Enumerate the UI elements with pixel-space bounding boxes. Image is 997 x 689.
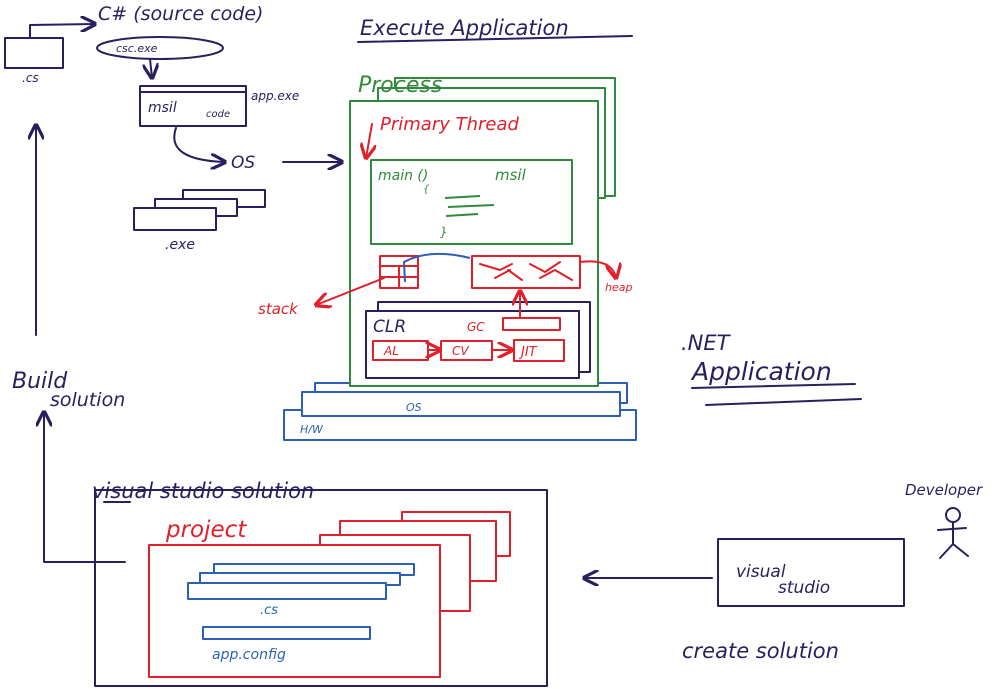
- cs-label: .cs: [260, 603, 278, 618]
- net-label: .NET: [681, 331, 732, 355]
- hw-layer-label: H/W: [300, 423, 324, 436]
- al-label: AL: [383, 344, 399, 358]
- stack-label: stack: [258, 300, 299, 318]
- jit-box: [513, 339, 565, 362]
- gc-box: [502, 317, 561, 331]
- primary-thread-arrow: [366, 123, 372, 158]
- app-exe-label: app.exe: [251, 89, 299, 103]
- compiler-label: csc.exe: [116, 42, 158, 55]
- main-msil-label: msil: [495, 166, 527, 184]
- exe-stack: [133, 189, 266, 231]
- source-code-label: C# (source code): [98, 3, 263, 25]
- visual-studio-box: [717, 538, 905, 607]
- stack-box: [379, 255, 419, 289]
- cv-label: CV: [452, 344, 469, 358]
- solution-label: solution: [50, 389, 125, 411]
- execute-title-underline: [357, 35, 633, 43]
- visual-studio-line2: studio: [778, 578, 830, 598]
- app-config-bar: [202, 626, 371, 640]
- gc-label: GC: [467, 320, 485, 334]
- build-label: Build: [12, 369, 68, 394]
- developer-label: Developer: [905, 481, 983, 499]
- assembly-box: [139, 85, 247, 127]
- heap-label: heap: [605, 281, 632, 294]
- exe-label: .exe: [165, 237, 195, 253]
- stack-arrow: [316, 277, 385, 305]
- solution-box: [94, 489, 548, 687]
- execute-application: Execute Application H/W OS Process Prima…: [258, 16, 637, 441]
- execute-title: Execute Application: [360, 16, 569, 40]
- os-layer: [301, 391, 621, 417]
- process-label: Process: [358, 73, 442, 98]
- cs-file-box: [4, 37, 64, 69]
- net-underline-1: [691, 383, 856, 389]
- net-application: .NET Application: [681, 331, 862, 406]
- compiler-oval: [96, 36, 224, 60]
- brace-open: {: [423, 184, 430, 195]
- application-label: Application: [690, 357, 832, 386]
- primary-thread-label: Primary Thread: [380, 114, 520, 135]
- code-label: code: [206, 109, 230, 120]
- brace-close: }: [440, 225, 448, 239]
- platform-layers: H/W OS: [283, 382, 637, 441]
- code-lines: [444, 195, 495, 217]
- main-label: main (): [378, 168, 428, 184]
- developer-figure-icon: [937, 507, 969, 559]
- build-path: Build solution: [12, 125, 126, 563]
- jit-label: JIT: [518, 345, 538, 360]
- compiler-arrow: [150, 58, 152, 78]
- stack-to-heap-link: [403, 252, 471, 283]
- cs-file-bar: [187, 582, 387, 600]
- heap-box: [471, 255, 581, 289]
- visual-studio-line1: visual: [736, 562, 786, 582]
- developer-section: Developer visual studio create solution: [584, 481, 983, 663]
- app-config-label: app.config: [212, 647, 286, 663]
- msil-label: msil: [148, 100, 177, 116]
- heap-arrow: [579, 260, 616, 278]
- compile-pipeline: .cs C# (source code) csc.exe msil code a…: [4, 3, 342, 253]
- os-layer-label: OS: [406, 401, 422, 414]
- cs-file-label: .cs: [22, 71, 39, 85]
- solution-to-build-arrow: [44, 412, 126, 563]
- clr-label: CLR: [373, 317, 406, 337]
- project-label: project: [165, 517, 247, 543]
- create-solution-label: create solution: [682, 639, 839, 663]
- to-os-arrow: [173, 127, 225, 162]
- net-underline-2: [705, 398, 862, 406]
- al-box: [372, 340, 429, 361]
- main-method-box: [370, 159, 573, 245]
- os-label: OS: [231, 153, 255, 173]
- source-arrow: [29, 24, 95, 39]
- visual-studio-solution: visual studio solution project .cs app.c…: [92, 479, 548, 687]
